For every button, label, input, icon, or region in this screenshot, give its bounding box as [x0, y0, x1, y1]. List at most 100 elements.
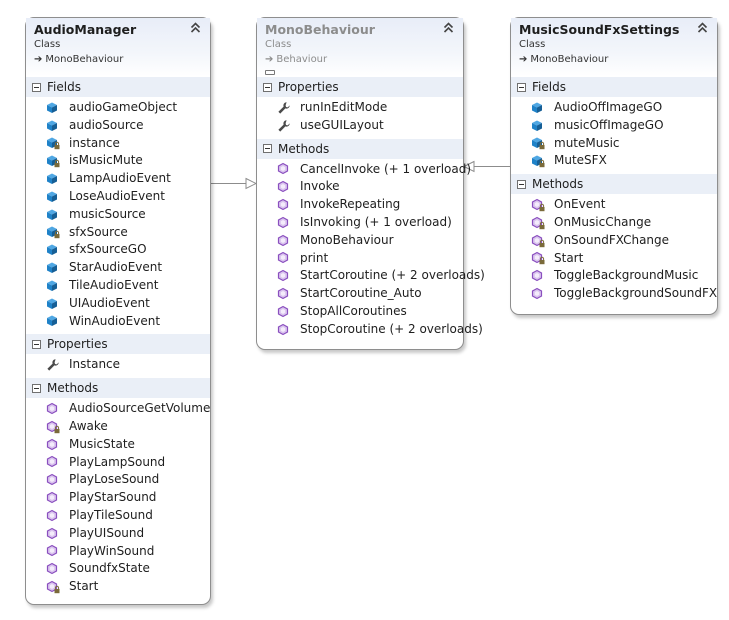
member-row[interactable]: StartCoroutine (+ 2 overloads)	[257, 267, 485, 285]
member-name: PlayTileSound	[69, 507, 153, 522]
base-class-name: MonoBehaviour	[45, 54, 124, 65]
section-title: Methods	[532, 177, 584, 192]
collapse-minus-icon[interactable]	[32, 82, 41, 92]
class-header[interactable]: AudioManager Class ➔ MonoBehaviour	[26, 18, 210, 76]
member-row[interactable]: musicSource	[26, 206, 210, 224]
collapse-chevrons-icon[interactable]	[697, 22, 708, 34]
section-header-methods[interactable]: Methods	[257, 137, 463, 159]
collapse-chevrons-icon[interactable]	[190, 22, 201, 34]
member-name: UIAudioEvent	[69, 295, 150, 310]
member-row[interactable]: MonoBehaviour	[257, 232, 463, 250]
collapse-chevrons-icon[interactable]	[443, 22, 454, 34]
member-row[interactable]: UIAudioEvent	[26, 295, 210, 313]
member-row[interactable]: Awake	[26, 418, 210, 436]
class-name: MusicSoundFxSettings	[519, 22, 680, 37]
member-row[interactable]: InvokeRepeating	[257, 196, 463, 214]
method-icon	[531, 287, 545, 301]
class-stereotype: Class	[519, 39, 546, 50]
private-method-icon	[531, 216, 545, 230]
member-row[interactable]: useGUILayout	[257, 117, 463, 135]
member-row[interactable]: Start	[511, 250, 717, 268]
member-row[interactable]: AudioOffImageGO	[511, 99, 717, 117]
member-row[interactable]: PlayLoseSound	[26, 471, 210, 489]
member-row[interactable]: OnEvent	[511, 196, 717, 214]
section-header-fields[interactable]: Fields	[26, 76, 210, 97]
member-row[interactable]: ToggleBackgroundMusic	[511, 267, 717, 285]
member-name: StartCoroutine_Auto	[300, 286, 422, 301]
collapse-minus-icon[interactable]	[517, 82, 526, 92]
member-row[interactable]: TileAudioEvent	[26, 277, 210, 295]
member-row[interactable]: print	[257, 250, 463, 268]
member-row[interactable]: StopAllCoroutines	[257, 303, 463, 321]
member-row[interactable]: PlayStarSound	[26, 489, 210, 507]
member-row[interactable]: PlayTileSound	[26, 507, 210, 525]
member-row[interactable]: ToggleBackgroundSoundFX	[511, 285, 717, 303]
member-row[interactable]: audioSource	[26, 117, 210, 135]
method-icon	[46, 438, 60, 452]
member-row[interactable]: MuteSFX	[511, 152, 717, 170]
class-musicsoundfxsettings[interactable]: MusicSoundFxSettings Class ➔ MonoBehavio…	[510, 17, 718, 315]
member-row[interactable]: sfxSourceGO	[26, 241, 210, 259]
member-row[interactable]: OnMusicChange	[511, 214, 717, 232]
collapse-minus-icon[interactable]	[32, 383, 41, 393]
member-row[interactable]: Invoke	[257, 178, 463, 196]
member-row[interactable]: Instance	[26, 356, 210, 374]
member-row[interactable]: StarAudioEvent	[26, 259, 210, 277]
section-header-methods[interactable]: Methods	[26, 377, 210, 399]
section-header-properties[interactable]: Properties	[26, 333, 210, 355]
member-name: InvokeRepeating	[300, 197, 401, 212]
member-row[interactable]: instance	[26, 135, 210, 153]
member-row[interactable]: AudioSourceGetVolume	[26, 400, 210, 418]
property-wrench-icon	[277, 101, 291, 115]
method-icon	[46, 509, 60, 523]
member-name: ToggleBackgroundSoundFX	[554, 286, 718, 301]
private-field-icon	[531, 154, 545, 168]
member-row[interactable]: SoundfxState	[26, 560, 210, 578]
member-row[interactable]: audioGameObject	[26, 99, 210, 117]
member-name: Start	[69, 579, 99, 594]
member-row[interactable]: LoseAudioEvent	[26, 188, 210, 206]
class-header[interactable]: MusicSoundFxSettings Class ➔ MonoBehavio…	[511, 18, 717, 76]
section-header-methods[interactable]: Methods	[511, 173, 717, 195]
member-row[interactable]: MusicState	[26, 436, 210, 454]
member-name: OnEvent	[554, 197, 606, 212]
class-header[interactable]: MonoBehaviour Class ➔ Behaviour	[257, 18, 463, 76]
member-row[interactable]: StopCoroutine (+ 2 overloads)	[257, 321, 483, 339]
collapse-minus-icon[interactable]	[263, 82, 272, 92]
field-icon	[46, 261, 60, 275]
member-row[interactable]: WinAudioEvent	[26, 313, 210, 331]
collapse-minus-icon[interactable]	[32, 339, 41, 349]
private-field-icon	[46, 136, 60, 150]
method-icon	[46, 473, 60, 487]
member-row[interactable]: PlayWinSound	[26, 543, 210, 561]
class-monobehaviour[interactable]: MonoBehaviour Class ➔ Behaviour Properti…	[256, 17, 485, 350]
member-row[interactable]: PlayLampSound	[26, 454, 210, 472]
member-row[interactable]: isMusicMute	[26, 152, 210, 170]
field-icon	[46, 172, 60, 186]
class-name: MonoBehaviour	[265, 22, 375, 37]
member-row[interactable]: PlayUISound	[26, 525, 210, 543]
member-row[interactable]: CancelInvoke (+ 1 overload)	[257, 161, 471, 179]
member-row[interactable]: StartCoroutine_Auto	[257, 285, 463, 303]
member-row[interactable]: LampAudioEvent	[26, 170, 210, 188]
collapse-minus-icon[interactable]	[517, 179, 526, 189]
member-name: PlayStarSound	[69, 490, 157, 505]
class-audiomanager[interactable]: AudioManager Class ➔ MonoBehaviour Field…	[25, 17, 211, 605]
member-row[interactable]: musicOffImageGO	[511, 117, 717, 135]
section-header-fields[interactable]: Fields	[511, 76, 717, 97]
class-name: AudioManager	[34, 22, 137, 37]
collapse-minus-icon[interactable]	[263, 144, 272, 154]
member-row[interactable]: OnSoundFXChange	[511, 232, 717, 250]
member-row[interactable]: IsInvoking (+ 1 overload)	[257, 214, 463, 232]
class-shape-icon	[265, 70, 275, 75]
field-icon	[531, 101, 545, 115]
member-row[interactable]: runInEditMode	[257, 99, 463, 117]
member-row[interactable]: sfxSource	[26, 224, 210, 242]
member-row[interactable]: muteMusic	[511, 135, 717, 153]
field-icon	[46, 190, 60, 204]
member-name: audioSource	[69, 117, 144, 132]
section-header-properties[interactable]: Properties	[257, 76, 463, 97]
member-row[interactable]: Start	[26, 578, 210, 596]
